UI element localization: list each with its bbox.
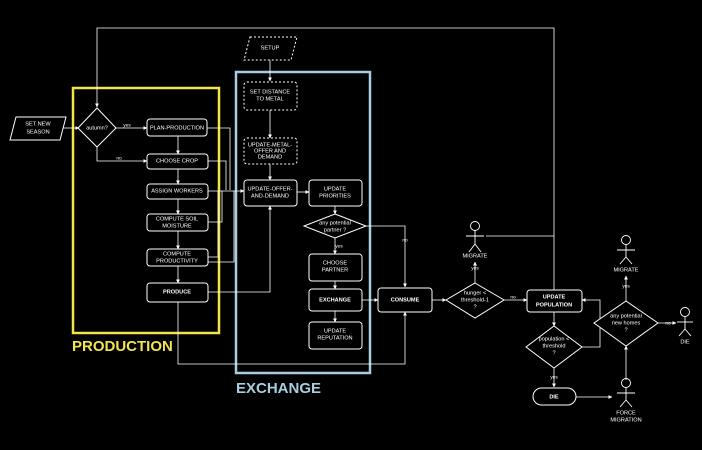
die-terminal: DIE [532,387,577,406]
force-migration-label-2: MIGRATION [610,417,641,423]
label-homes-yes: yes [622,284,630,289]
update-reputation-node: UPDATE REPUTATION [308,321,363,350]
set-distance-label-2: TO METAL [256,96,283,102]
die-actor-label: DIE [680,339,690,345]
hunger-label-3: ? [473,304,476,310]
update-population-node: UPDATE POPULATION [526,289,583,313]
exchange-group-title: EXCHANGE [236,380,321,397]
update-priorities-label-1: UPDATE [324,186,347,192]
production-group-frame [71,86,221,335]
exchange-label: EXCHANGE [319,297,351,303]
edge-produce-to-consume [177,302,407,365]
compute-soil-moisture-label-2: MOISTURE [162,223,192,229]
exchange-group-frame [234,70,372,375]
choose-partner-label-1: CHOOSE [323,260,348,266]
production-group-title: PRODUCTION [72,338,173,355]
update-metal-offer-node: UPDATE-METAL- OFFER AND DEMAND [243,137,298,165]
plan-production-label: PLAN-PRODUCTION [150,125,204,131]
homes-label-2: new homes [612,320,641,326]
consume-label: CONSUME [391,297,420,303]
set-distance-label-1: SET DISTANCE [250,89,290,95]
consume-node: CONSUME [377,287,433,313]
label-autumn-yes: yes [123,123,131,128]
update-priorities-label-2: PRIORITIES [319,193,351,199]
update-population-label-2: POPULATION [536,302,572,308]
produce-node: PRODUCE [146,282,209,303]
set-new-season-label-1: SET NEW [25,121,51,127]
migrate-actor-2-label: MIGRATE [613,267,638,273]
population-label-2: threshold [542,343,565,349]
homes-label-1: any potential [610,313,642,319]
migrate-actor-label: MIGRATE [462,253,487,259]
update-metal-label-1: UPDATE-METAL- [248,142,292,148]
hunger-label-2: threshold-1 [461,297,489,303]
label-partner-yes: yes [335,244,343,249]
set-new-season-node: SET NEW SEASON [9,116,67,141]
assign-workers-label: ASSIGN WORKERS [151,188,203,194]
compute-productivity-label-2: PRODUCTIVITY [156,258,198,264]
update-priorities-node: UPDATE PRIORITIES [308,179,363,207]
update-reputation-label-1: UPDATE [324,328,347,334]
label-homes-no: no [665,321,671,326]
hunger-threshold-decision: hunger < threshold-1 ? [445,282,505,319]
label-hunger-yes: yes [471,266,479,271]
label-hunger-no: no [510,295,516,300]
edge-productivity-side [208,191,219,258]
choose-partner-label-2: PARTNER [322,267,348,273]
any-new-homes-decision: any potential new homes ? [593,300,659,347]
force-migration-label-1: FORCE [616,410,636,416]
population-label-1: population < [539,336,570,342]
produce-label: PRODUCE [163,289,191,295]
force-migration-actor-icon [617,378,635,408]
any-potential-partner-decision: any potential partner ? [302,213,368,239]
choose-partner-node: CHOOSE PARTNER [308,253,363,282]
population-label-3: ? [552,350,555,356]
update-offer-and-demand-node: UPDATE-OFFER- AND-DEMAND [243,179,298,207]
edge-soil-side [208,191,223,223]
set-new-season-label-2: SEASON [26,129,49,135]
partner-label-2: partner ? [324,227,346,233]
partner-label-1: any potential [319,220,351,226]
label-partner-no: no [402,238,408,243]
choose-crop-node: CHOOSE CROP [146,153,209,170]
set-distance-to-metal-node: SET DISTANCE TO METAL [243,81,298,111]
die-actor-icon [677,307,693,337]
autumn-label: autumn? [86,125,108,131]
edge-partner-no [365,225,407,288]
update-metal-label-2: OFFER AND [254,148,286,154]
compute-soil-moisture-label-1: COMPUTE SOIL [156,216,198,222]
exchange-node: EXCHANGE [308,288,363,312]
label-autumn-no: no [116,156,122,161]
edge-productivity-side-2 [208,191,235,263]
label-population-yes: yes [550,375,558,380]
compute-productivity-label-1: COMPUTE [163,251,191,257]
update-reputation-label-2: REPUTATION [317,335,352,341]
edge-crop-side [208,160,227,190]
compute-productivity-node: COMPUTE PRODUCTIVITY [146,248,209,267]
edge-autumn-no [96,146,148,163]
homes-label-3: ? [624,327,627,333]
hunger-label-1: hunger < [464,290,486,296]
autumn-decision: autumn? [77,107,117,148]
plan-production-node: PLAN-PRODUCTION [146,118,208,137]
assign-workers-node: ASSIGN WORKERS [146,183,209,200]
setup-label: SETUP [261,45,280,51]
choose-crop-label: CHOOSE CROP [156,158,198,164]
edge-produce-to-offer [208,205,272,293]
update-offer-label-1: UPDATE-OFFER- [248,186,293,192]
edge-plan-side [207,127,231,190]
update-metal-label-3: DEMAND [258,154,282,160]
population-threshold-decision: population < threshold ? [525,325,583,369]
migrate-actor-2-icon [617,235,635,265]
migrate-actor-icon [466,221,484,253]
setup-node: SETUP [243,36,298,61]
compute-soil-moisture-node: COMPUTE SOIL MOISTURE [146,213,209,232]
update-offer-label-2: AND-DEMAND [251,193,289,199]
edge-population-to-autumn-loop [95,27,555,290]
die-terminal-label: DIE [549,394,559,400]
update-population-label-1: UPDATE [543,294,566,300]
